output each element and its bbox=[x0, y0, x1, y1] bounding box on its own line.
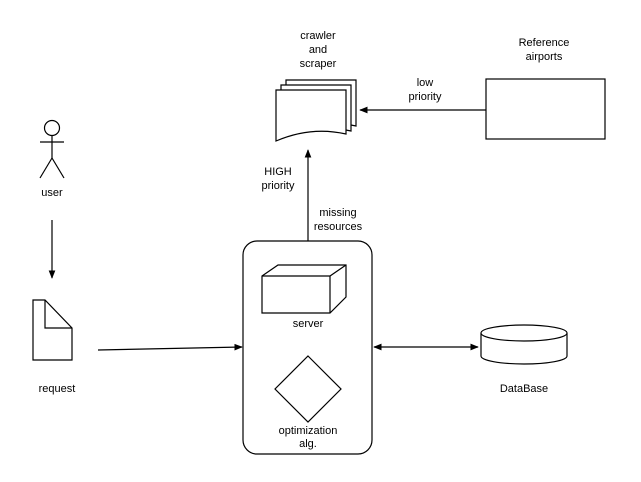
server-box-icon bbox=[261, 264, 347, 314]
high-priority-label-line2: priority bbox=[261, 180, 295, 192]
optimization-label-line1: optimization bbox=[278, 425, 338, 437]
user-label: user bbox=[41, 187, 63, 199]
request-label: request bbox=[38, 383, 76, 395]
crawler-label-line1: crawler bbox=[300, 30, 336, 42]
optimization-diamond bbox=[274, 355, 342, 423]
crawler-multidocument-icon bbox=[275, 79, 357, 142]
missing-resources-label-line1: missing bbox=[319, 207, 357, 219]
request-document-icon bbox=[32, 299, 73, 361]
reference-label-line1: Reference bbox=[518, 37, 570, 49]
server-label: server bbox=[292, 318, 324, 330]
missing-resources-label-line2: resources bbox=[313, 221, 363, 233]
crawler-label-line2: and bbox=[308, 44, 328, 56]
crawler-label-line3: scraper bbox=[299, 58, 337, 70]
user-actor-icon bbox=[39, 119, 65, 179]
low-priority-label-line2: priority bbox=[408, 91, 442, 103]
low-priority-label-line1: low bbox=[416, 77, 434, 89]
reference-label-line2: airports bbox=[525, 51, 563, 63]
high-priority-label-line1: HIGH bbox=[264, 166, 292, 178]
request-document-fold bbox=[44, 300, 72, 329]
reference-airports-box bbox=[485, 78, 606, 140]
request-to-system-arrow bbox=[97, 343, 243, 351]
optimization-label-line2: alg. bbox=[299, 438, 317, 450]
database-label: DataBase bbox=[499, 383, 549, 395]
database-cylinder-icon bbox=[480, 324, 568, 365]
